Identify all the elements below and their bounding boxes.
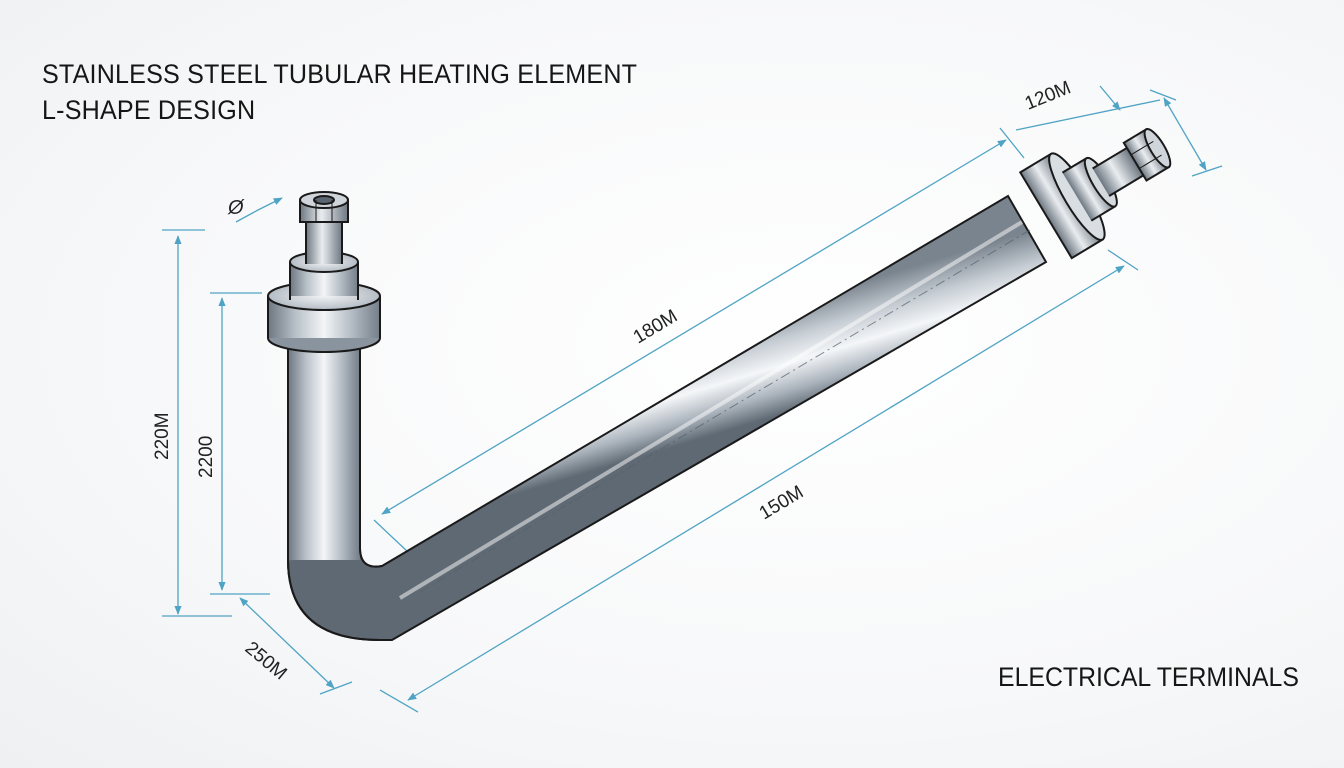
title-line-1: STAINLESS STEEL TUBULAR HEATING ELEMENT [42, 59, 638, 89]
title-block: STAINLESS STEEL TUBULAR HEATING ELEMENT … [42, 56, 682, 128]
dimension-lines [162, 85, 1223, 713]
left-terminal [267, 191, 381, 353]
lower-diagonal-dimension-label: 150M [756, 482, 808, 524]
top-right-dimension-label: 120M [1022, 77, 1074, 114]
upper-diagonal-dimension-label: 180M [630, 306, 682, 348]
heating-tube [287, 194, 1048, 641]
outer-vertical-dimension-label: 220M [152, 412, 173, 460]
bottom-left-dimension-label: 250M [241, 638, 291, 685]
right-terminal [1018, 128, 1172, 260]
title-line-2: L-SHAPE DESIGN [42, 95, 256, 125]
diameter-label: Ø [227, 197, 245, 219]
electrical-terminals-label: ELECTRICAL TERMINALS [998, 662, 1299, 692]
inner-vertical-dimension-label: 2200 [196, 436, 217, 478]
